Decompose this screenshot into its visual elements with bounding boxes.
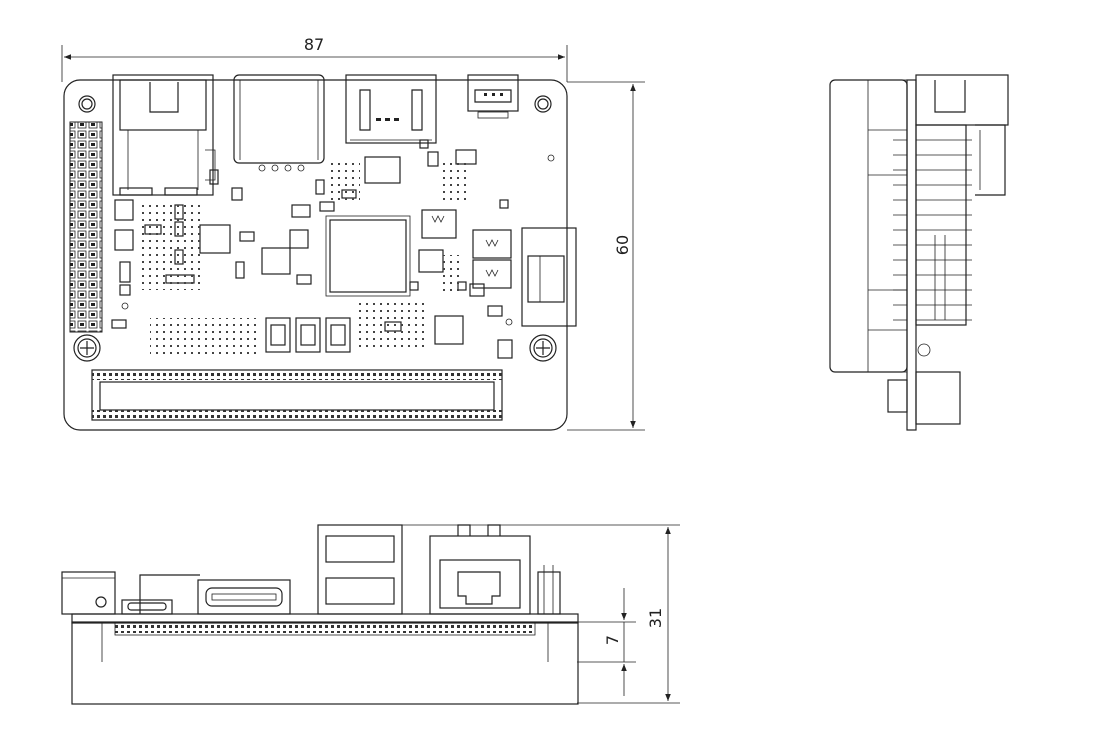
- shield-wall: [139, 574, 200, 614]
- ic-chip: [418, 249, 444, 273]
- via-field: [150, 318, 260, 358]
- usb-connector: [233, 74, 325, 172]
- relay-block: [421, 209, 512, 289]
- screw-hole: [529, 334, 557, 362]
- ic-chip: [261, 247, 291, 275]
- total-height-label: 31: [646, 608, 665, 628]
- micro-usb-connector: [467, 74, 519, 119]
- ethernet-jack-side: [915, 74, 1009, 196]
- edge-connector: [91, 369, 503, 421]
- mounting-hole: [534, 95, 552, 113]
- via-field: [355, 300, 425, 350]
- total-height-dimension: 31: [402, 524, 680, 704]
- hdmi-profile: [197, 579, 291, 615]
- pin-profile: [537, 565, 561, 615]
- via-field: [330, 160, 360, 200]
- top-view: 87 60: [61, 35, 645, 431]
- side-view: [829, 74, 1009, 431]
- enclosure-base: [71, 621, 579, 705]
- gpio-header-profile: [61, 571, 116, 615]
- height-dimension-label: 60: [613, 235, 632, 255]
- tactile-buttons: [265, 317, 351, 353]
- pin-comb: [893, 124, 972, 326]
- connector-side: [915, 371, 961, 425]
- enclosure: [829, 79, 908, 373]
- pcb-outline: [63, 79, 568, 431]
- width-dimension-label: 87: [304, 35, 324, 54]
- height-dimension: 60: [567, 81, 645, 431]
- ic-chip: [114, 199, 134, 221]
- ic-chip: [364, 156, 401, 184]
- hdmi-connector: [345, 74, 437, 144]
- micro-usb-profile: [121, 599, 173, 615]
- ethernet-profile: [429, 524, 531, 615]
- side-connector: [521, 227, 577, 327]
- ethernet-jack: [112, 74, 216, 196]
- width-dimension: 87: [61, 35, 568, 82]
- ic-chip: [199, 224, 231, 254]
- via-field: [140, 200, 200, 290]
- usb-stack-profile: [317, 524, 403, 615]
- screw-hole: [73, 334, 101, 362]
- ic-chip: [434, 315, 464, 345]
- gpio-header: [69, 121, 103, 333]
- via-field: [440, 255, 462, 295]
- mounting-hole: [78, 95, 96, 113]
- board-offset-label: 7: [603, 635, 622, 645]
- ic-chip: [289, 229, 309, 249]
- underside-components: [115, 623, 535, 633]
- ic-chip: [114, 229, 134, 251]
- soc-chip: [325, 215, 411, 297]
- via-field: [440, 160, 470, 200]
- pcb-edge: [906, 79, 917, 431]
- front-view: 31 7: [61, 524, 680, 705]
- board-offset-dimension: 7: [577, 588, 636, 696]
